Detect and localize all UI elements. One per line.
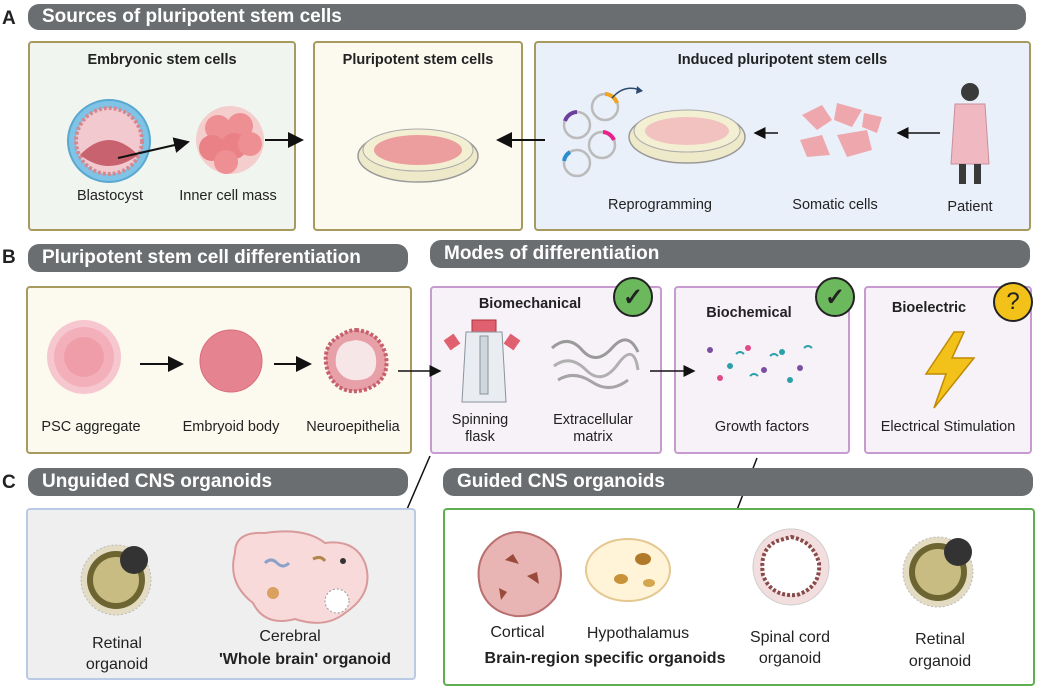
neuroepithelia-label: Neuroepithelia — [306, 419, 400, 435]
growth-factors-illustration — [707, 345, 813, 383]
biomechanical-title: Biomechanical — [478, 296, 582, 312]
patient-illustration — [950, 83, 990, 184]
ecm-label-line1: Extracellular — [553, 412, 633, 428]
somatic-cells-illustration — [800, 103, 882, 157]
section-c-letter: C — [2, 472, 16, 493]
spinning-flask-label-line2: flask — [465, 429, 495, 445]
guided-retinal-label-line1: Retinal — [915, 631, 965, 648]
growth-factors-label: Growth factors — [714, 419, 810, 435]
biochemical-check-badge: ✓ — [815, 277, 855, 317]
neuroepithelia-illustration — [323, 327, 389, 394]
psc-aggregate-illustration — [47, 320, 121, 394]
bioelectric-title: Bioelectric — [891, 300, 967, 316]
guided-title: Guided CNS organoids — [457, 471, 665, 492]
somatic-cells-label: Somatic cells — [792, 197, 878, 213]
reprogramming-label: Reprogramming — [608, 197, 712, 213]
induced-title: Induced pluripotent stem cells — [677, 52, 888, 68]
embryoid-body-illustration — [199, 329, 263, 393]
modes-title: Modes of differentiation — [444, 243, 660, 264]
plasmids-illustration — [562, 92, 620, 178]
reprogram-curved-arrow — [611, 86, 643, 99]
extracellular-matrix-illustration — [551, 338, 640, 389]
cerebral-organoid-illustration — [232, 530, 369, 624]
hypothalamus-organoid-illustration — [585, 538, 671, 602]
unguided-header: Unguided CNS organoids — [28, 468, 408, 496]
guided-retinal-organoid-illustration — [902, 536, 974, 608]
petri-dish-pluripotent — [357, 128, 479, 183]
bioelectric-question-badge: ? — [993, 282, 1033, 322]
unguided-retinal-label-line2: organoid — [85, 656, 149, 673]
biochemical-title: Biochemical — [706, 305, 792, 321]
section-b-title: Pluripotent stem cell differentiation — [42, 247, 361, 268]
embryoid-body-label: Embryoid body — [182, 419, 280, 435]
guided-retinal-label-line2: organoid — [908, 653, 972, 670]
blastocyst-illustration — [67, 99, 151, 183]
arrow-blastocyst-to-icm — [117, 137, 190, 159]
psc-aggregate-label: PSC aggregate — [41, 419, 141, 435]
spinal-cord-organoid-illustration — [752, 528, 830, 606]
spinning-flask-label-line1: Spinning — [451, 412, 509, 428]
petri-dish-reprogramming — [628, 109, 746, 164]
ecm-label-line2: matrix — [573, 429, 613, 445]
patient-label: Patient — [947, 199, 993, 215]
pluripotent-title: Pluripotent stem cells — [342, 52, 494, 68]
section-b-letter: B — [2, 247, 16, 268]
bioelectric-panel — [864, 286, 1032, 454]
cortical-organoid-illustration — [477, 530, 562, 618]
blastocyst-label: Blastocyst — [76, 188, 144, 204]
modes-header: Modes of differentiation — [430, 240, 1030, 268]
guided-header: Guided CNS organoids — [443, 468, 1033, 496]
section-a-letter: A — [2, 8, 16, 29]
cerebral-label: Cerebral — [259, 628, 321, 645]
brain-region-label: Brain-region specific organoids — [484, 650, 726, 667]
lightning-icon — [924, 331, 976, 409]
electrical-stimulation-label: Electrical Stimulation — [880, 419, 1016, 435]
section-b-header: Pluripotent stem cell differentiation — [28, 244, 408, 272]
biomechanical-check-badge: ✓ — [613, 277, 653, 317]
hypothalamus-label: Hypothalamus — [586, 625, 690, 642]
embryonic-title: Embryonic stem cells — [87, 52, 237, 68]
section-a-title: Sources of pluripotent stem cells — [42, 6, 342, 27]
induced-panel — [534, 41, 1031, 231]
inner-cell-mass-illustration — [196, 106, 264, 174]
retinal-organoid-illustration — [80, 544, 152, 616]
unguided-title: Unguided CNS organoids — [42, 471, 273, 492]
cortical-label: Cortical — [490, 624, 545, 641]
unguided-retinal-label-line1: Retinal — [92, 635, 142, 652]
spinning-flask-illustration — [443, 319, 521, 403]
spinal-cord-label-line2: organoid — [758, 650, 822, 667]
inner-cell-mass-label: Inner cell mass — [179, 188, 277, 204]
section-a-header: Sources of pluripotent stem cells — [28, 4, 1026, 30]
whole-brain-label: 'Whole brain' organoid — [218, 651, 392, 668]
spinal-cord-label-line1: Spinal cord — [749, 629, 831, 646]
